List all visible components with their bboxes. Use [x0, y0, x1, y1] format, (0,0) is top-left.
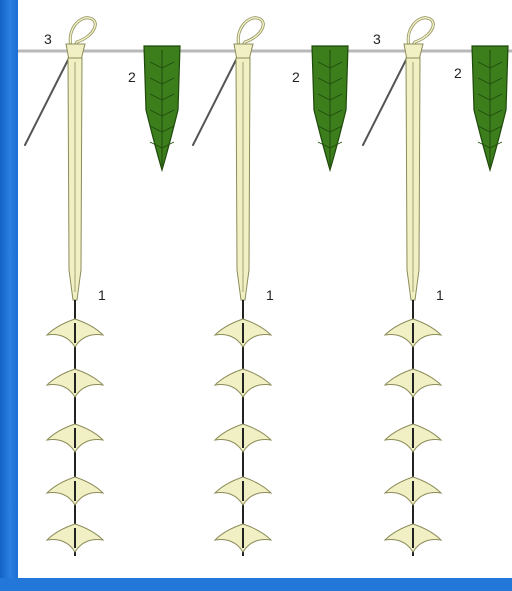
knot-icon: [47, 524, 103, 552]
leaf-icon: [472, 46, 508, 170]
knot-icon: [215, 369, 271, 397]
label-1-right: 1: [436, 287, 444, 303]
leaf-icon: [312, 46, 348, 170]
label-1-middle: 1: [266, 287, 274, 303]
knot-icon: [385, 319, 441, 347]
label-1-left: 1: [98, 287, 106, 303]
knot-icon: [385, 369, 441, 397]
knot-icon: [385, 477, 441, 505]
needle-icon: [363, 50, 411, 145]
knot-icon: [47, 424, 103, 452]
knot-icon: [385, 424, 441, 452]
knot-icon: [215, 424, 271, 452]
label-3-left: 3: [44, 31, 52, 47]
knot-icon: [47, 319, 103, 347]
knot-icon: [215, 524, 271, 552]
label-2-right: 2: [454, 65, 462, 81]
knot-icon: [47, 477, 103, 505]
knot-icon: [385, 524, 441, 552]
knot-icon: [47, 369, 103, 397]
needle-icon: [193, 50, 241, 145]
needle-icon: [25, 50, 73, 145]
label-3-right: 3: [373, 31, 381, 47]
label-2-left: 2: [128, 69, 136, 85]
knot-icon: [215, 477, 271, 505]
leaf-icon: [144, 46, 180, 170]
label-2-middle: 2: [292, 69, 300, 85]
knot-icon: [215, 319, 271, 347]
